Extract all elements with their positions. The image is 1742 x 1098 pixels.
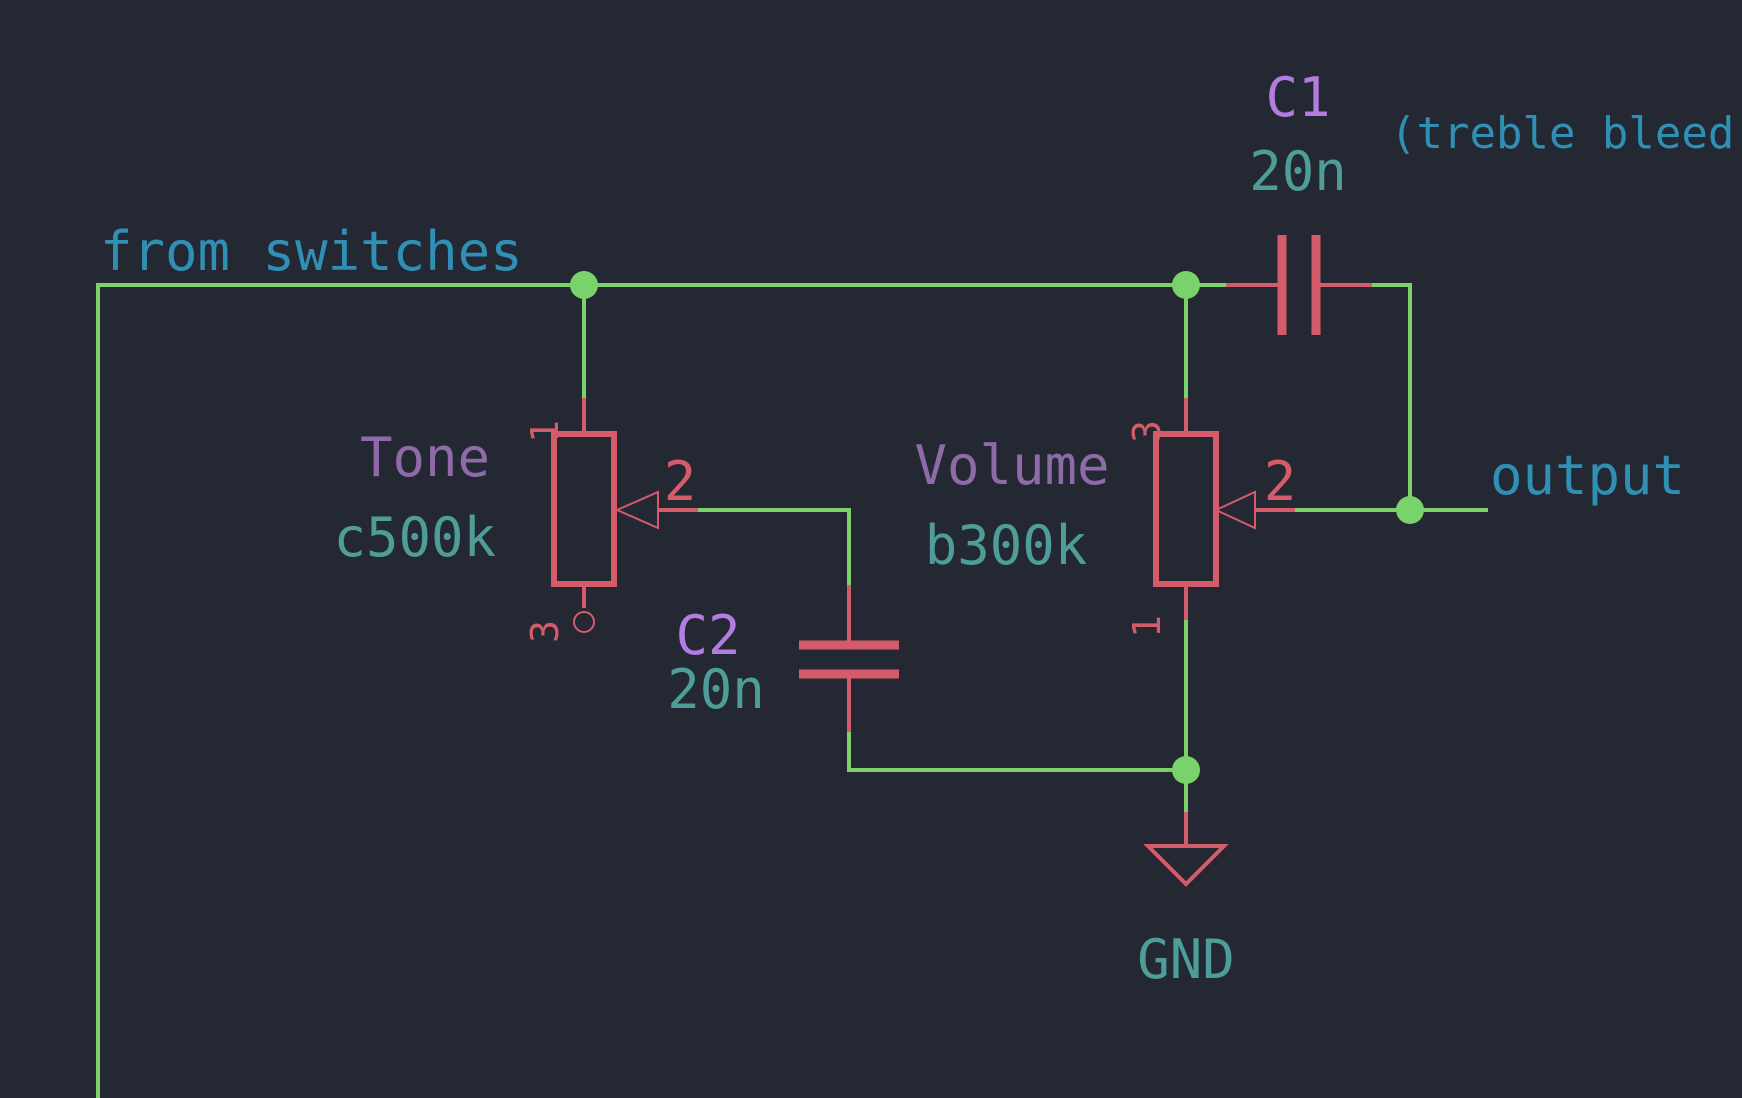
tone-wiper-arrow bbox=[614, 490, 659, 530]
volume-pin-1: 1 bbox=[1125, 615, 1169, 638]
wire-c1-right bbox=[1370, 283, 1412, 512]
tone-pin-2: 2 bbox=[664, 450, 697, 513]
junction-volume-top[interactable] bbox=[1172, 271, 1200, 299]
volume-reference: Volume bbox=[914, 434, 1109, 497]
junction-gnd[interactable] bbox=[1172, 756, 1200, 784]
junction-output[interactable] bbox=[1396, 496, 1424, 524]
treble-bleed-note: (treble bleed) bbox=[1390, 108, 1742, 159]
tone-value: c500k bbox=[333, 506, 496, 569]
c2-reference: C2 bbox=[675, 604, 740, 667]
net-label-from-switches: from switches bbox=[100, 220, 523, 283]
wire-c2-bottom bbox=[847, 730, 1188, 772]
volume-pin-2: 2 bbox=[1264, 450, 1297, 513]
tone-reference: Tone bbox=[360, 426, 490, 489]
volume-value: b300k bbox=[925, 514, 1088, 577]
junction-tone-top[interactable] bbox=[570, 271, 598, 299]
gnd-label: GND bbox=[1137, 928, 1235, 991]
wires bbox=[96, 283, 1488, 1098]
volume-potentiometer-symbol[interactable] bbox=[1153, 398, 1295, 620]
tone-pin-3: 3 bbox=[523, 620, 567, 643]
capacitor-c2-symbol[interactable] bbox=[799, 585, 899, 732]
ground-symbol[interactable] bbox=[1143, 812, 1229, 887]
c2-value: 20n bbox=[667, 658, 765, 721]
wire-input-left bbox=[96, 283, 1228, 1098]
tone-pin-1: 1 bbox=[523, 420, 567, 443]
net-label-output: output bbox=[1490, 444, 1685, 507]
tone-potentiometer-symbol[interactable] bbox=[551, 398, 698, 633]
junctions bbox=[570, 271, 1424, 784]
capacitor-c1-symbol[interactable] bbox=[1226, 235, 1372, 335]
volume-pin-3: 3 bbox=[1125, 420, 1169, 443]
c1-value: 20n bbox=[1249, 140, 1347, 203]
wire-tone-wiper bbox=[696, 508, 851, 587]
c1-reference: C1 bbox=[1265, 66, 1330, 129]
volume-wiper-arrow bbox=[1213, 490, 1256, 530]
